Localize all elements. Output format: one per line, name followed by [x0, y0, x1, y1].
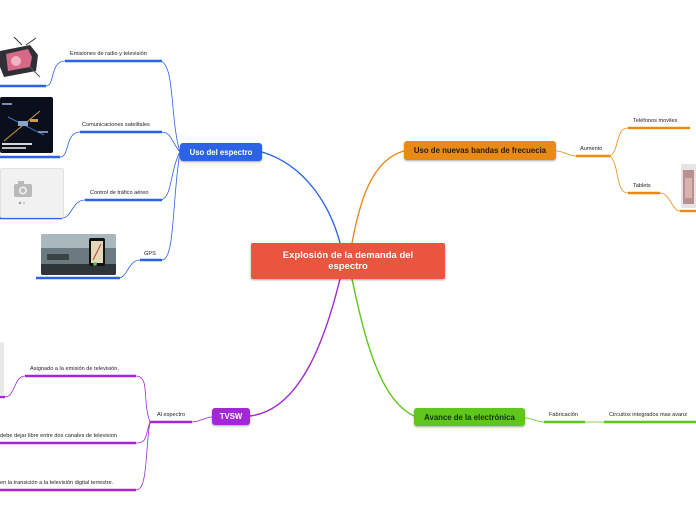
- topic-nuevas-bandas[interactable]: Uso de nuevas bandas de frecuecia: [404, 141, 556, 160]
- camera-icon: [14, 181, 32, 205]
- leaf-satelitales[interactable]: Comunicaciones satelitales: [82, 122, 150, 128]
- topic-tvsw-label: TVSW: [219, 412, 243, 421]
- topic-uso-label: Uso del espectro: [189, 147, 253, 157]
- image-tablet-partial[interactable]: [681, 164, 696, 208]
- leaf-circuitos[interactable]: Circuitos integrados mas avanz: [609, 412, 688, 418]
- leaf-trafico[interactable]: Control de tráfico aéreo: [90, 190, 149, 196]
- connector-tvsw-alespectro: [150, 416, 213, 423]
- image-placeholder[interactable]: [0, 168, 64, 218]
- image-satelite[interactable]: [0, 97, 53, 153]
- satellite-icon: [0, 97, 53, 153]
- leaf-al-espectro[interactable]: Al espectro: [157, 412, 185, 418]
- leaf-tablets[interactable]: Tablets: [633, 183, 651, 189]
- connector-uso-gps: [36, 151, 181, 279]
- connector-alespectro-asignado: [0, 375, 151, 423]
- central-topic-label: Explosión de la demanda del espectro: [282, 250, 414, 272]
- tablet-photo-icon: [681, 164, 696, 208]
- topic-tvsw[interactable]: TVSW: [212, 408, 250, 425]
- topic-electronica[interactable]: Avance de la electrónica: [414, 408, 525, 426]
- image-tvsw-partial[interactable]: [0, 342, 4, 395]
- leaf-asignado[interactable]: Asignado a la emisión de televisión.: [30, 366, 119, 372]
- leaf-telefonos[interactable]: Teléfonos moviles: [633, 118, 678, 124]
- connector-alespectro-dejar: [0, 421, 151, 444]
- connector-central-electronica: [351, 278, 415, 417]
- leaf-aumento[interactable]: Aumento: [580, 146, 603, 152]
- topic-electronica-label: Avance de la electrónica: [424, 412, 515, 422]
- image-radio-tv[interactable]: [0, 37, 44, 82]
- topic-uso-del-espectro[interactable]: Uso del espectro: [180, 143, 262, 161]
- gps-phone-icon: [41, 234, 116, 275]
- connector-central-bandas: [351, 150, 405, 244]
- connector-aumento-telefonos: [609, 127, 690, 157]
- connector-bandas-aumento: [555, 150, 610, 157]
- image-gps[interactable]: [41, 234, 116, 275]
- leaf-emisiones[interactable]: Emisiones de radio y televisión: [70, 51, 147, 57]
- topic-bandas-label: Uso de nuevas bandas de frecuecia: [413, 146, 547, 155]
- leaf-dejar-libre[interactable]: debe dejar libre entre dos canales de te…: [0, 433, 117, 439]
- tv-icon: [0, 37, 44, 82]
- leaf-gps[interactable]: GPS: [144, 251, 156, 257]
- leaf-transicion[interactable]: en la transición a la televisión digital…: [0, 480, 114, 486]
- connector-central-uso: [261, 151, 341, 244]
- connector-electronica-fabricacion: [524, 417, 585, 423]
- connector-alespectro-transicion: [0, 421, 151, 491]
- leaf-fabricacion[interactable]: Fabricación: [549, 412, 578, 418]
- central-topic[interactable]: Explosión de la demanda del espectro: [251, 243, 445, 279]
- connector-central-tvsw: [249, 278, 341, 417]
